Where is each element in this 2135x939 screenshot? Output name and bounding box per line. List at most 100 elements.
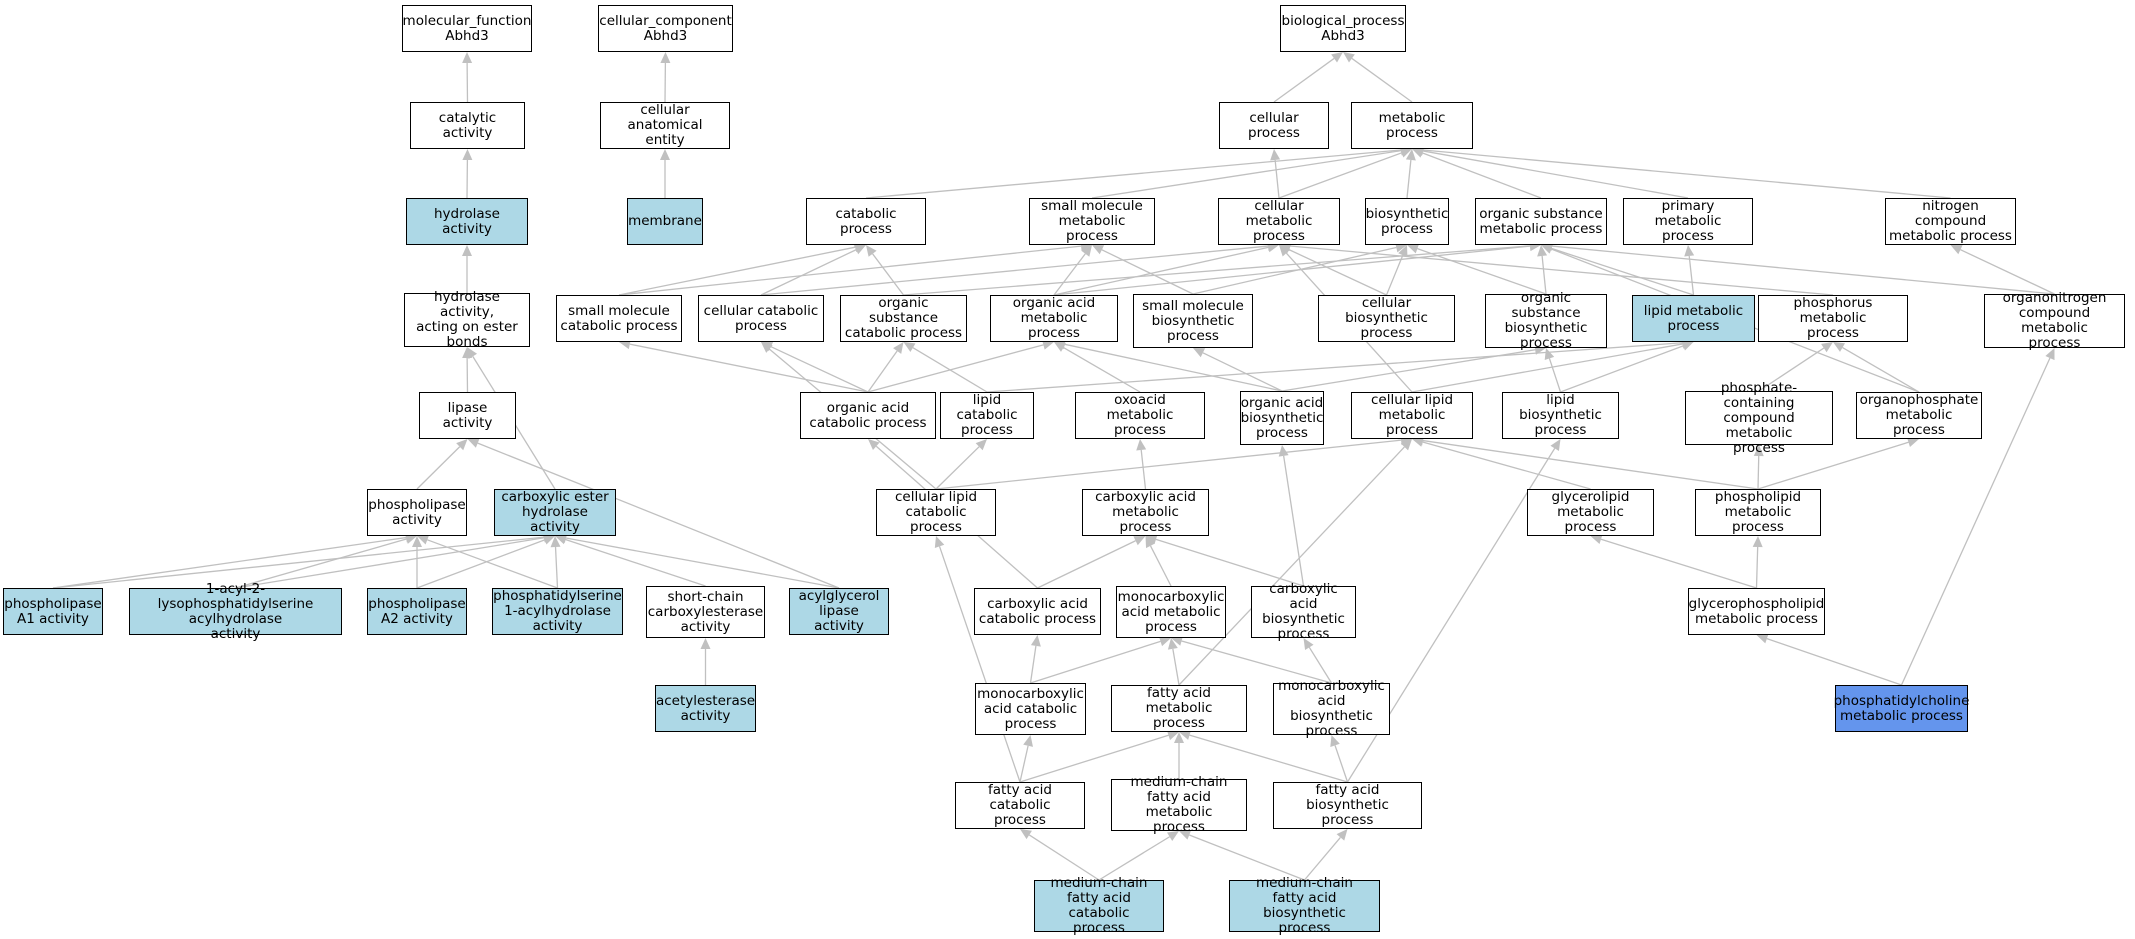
node-cellular-metabolic-process[interactable]: cellular metabolic process [1218,198,1340,245]
node-glycerophospholipid-metabolic-process[interactable]: glycerophospholipid metabolic process [1688,588,1825,635]
edge-mc_fatty_acid_metabolic-to-fatty_acid_metabolic [1174,732,1184,779]
node-phosphate-containing-compound-metabolic-process[interactable]: phosphate-containing compound metabolic … [1685,380,1833,455]
edge-monocarboxylic_biosynthetic-to-carboxylic_acid_biosynthetic [1303,638,1333,684]
node-cellular-process[interactable]: cellular process [1219,102,1329,149]
edge-mc_fatty_acid_catabolic-to-fatty_acid_catabolic [1020,829,1100,881]
edge-phospholipase-to-lipase [416,439,468,490]
node-lipid-catabolic-process[interactable]: lipid catabolic process [940,392,1034,439]
node-fatty-acid-catabolic-process[interactable]: fatty acid catabolic process [955,782,1085,829]
edge-cell_metabolic-to-metabolic [1278,148,1412,199]
node-organic-substance-biosynthetic-process[interactable]: organic substance biosynthetic process [1485,291,1607,351]
node-cellular-biosynthetic-process[interactable]: cellular biosynthetic process [1318,295,1455,342]
node-cellular-catabolic-process[interactable]: cellular catabolic process [698,295,824,342]
edge-pc_metabolic-to-organonitrogen [1900,348,2055,686]
edge-cell_anat-to-cc_root [660,52,671,103]
edge-acylglycerol_lipase-to-carboxylic_ester [555,533,840,589]
edge-phospholipid-to-phosphate_containing [1753,445,1764,490]
edge-monocarboxylic_catabolic-to-carboxylic_acid_catabolic [1029,635,1041,684]
node-hydrolase-activity-ester-bonds[interactable]: hydrolase activity, acting on ester bond… [404,290,530,350]
node-organic-substance-catabolic-process[interactable]: organic substance catabolic process [840,295,967,342]
node-cellular-anatomical-entity[interactable]: cellular anatomical entity [600,102,730,149]
node-catalytic-activity[interactable]: catalytic activity [410,102,525,149]
node-monocarboxylic-acid-metabolic-process[interactable]: monocarboxylic acid metabolic process [1116,586,1226,638]
edge-fatty_acid_catabolic-to-monocarboxylic_catabolic [1019,735,1033,783]
node-monocarboxylic-acid-biosynthetic-process[interactable]: monocarboxylic acid biosynthetic process [1273,679,1390,739]
edge-phosphorus_metabolic-to-cell_metabolic [1279,241,1834,296]
edge-phosphate_containing-to-phosphorus_metabolic [1758,342,1833,392]
node-nitrogen-compound-metabolic-process[interactable]: nitrogen compound metabolic process [1885,198,2016,245]
edge-catalytic-to-mf_root [462,52,473,103]
node-cellular-lipid-catabolic-process[interactable]: cellular lipid catabolic process [876,489,996,536]
node-membrane[interactable]: membrane [627,198,703,245]
node-molecular-function-root[interactable]: molecular_function Abhd3 [402,5,532,52]
node-fatty-acid-biosynthetic-process[interactable]: fatty acid biosynthetic process [1273,782,1422,829]
node-cellular-lipid-metabolic-process[interactable]: cellular lipid metabolic process [1351,392,1473,439]
node-primary-metabolic-process[interactable]: primary metabolic process [1623,198,1753,245]
edge-lipid_biosynthetic-to-lipid_metabolic [1560,341,1694,393]
edge-organonitrogen-to-org_sub_metabolic [1541,241,2055,295]
node-acylglycerol-lipase-activity[interactable]: acylglycerol lipase activity [789,588,889,635]
edge-organonitrogen-to-nitrogen_compound [1950,245,2055,295]
edge-glycerophospholipid-to-glycerolipid [1590,534,1757,589]
edge-nitrogen_compound-to-metabolic [1412,145,1951,199]
node-lipid-metabolic-process[interactable]: lipid metabolic process [1632,295,1755,342]
edge-org_sub_metabolic-to-metabolic [1412,148,1542,199]
node-phospholipid-metabolic-process[interactable]: phospholipid metabolic process [1695,489,1821,536]
node-catabolic-process[interactable]: catabolic process [806,198,926,245]
edge-carboxylic_acid_biosynthetic-to-carboxylic_acid_metabolic [1145,534,1304,587]
edge-carboxylic_acid_biosynthetic-to-org_acid_biosynthetic [1278,445,1305,587]
edge-monocarboxylic_biosynthetic-to-monocarboxylic_metabolic [1171,636,1332,684]
node-hydrolase-activity[interactable]: hydrolase activity [406,198,528,245]
node-phospholipase-a2-activity[interactable]: phospholipase A2 activity [367,588,467,635]
node-small-molecule-catabolic-process[interactable]: small molecule catabolic process [556,295,682,342]
node-phospholipase-a1-activity[interactable]: phospholipase A1 activity [3,588,103,635]
edge-org_acid_catabolic-to-sm_catabolic [619,339,869,393]
node-short-chain-carboxylesterase-activity[interactable]: short-chain carboxylesterase activity [646,586,765,638]
node-fatty-acid-metabolic-process[interactable]: fatty acid metabolic process [1111,685,1247,732]
edge-org_sub_biosynthetic-to-biosynthetic [1407,243,1547,295]
node-acyl-lysophosphatidylserine-acylhydrolase-activity[interactable]: 1-acyl-2-lysophosphatidylserine acylhydr… [129,581,342,641]
node-organic-acid-biosynthetic-process[interactable]: organic acid biosynthetic process [1240,391,1324,445]
node-phosphatidylserine-acylhydrolase-activity[interactable]: phosphatidylserine 1-acylhydrolase activ… [492,588,623,635]
node-medium-chain-fatty-acid-biosynthetic-process[interactable]: medium-chain fatty acid biosynthetic pro… [1229,876,1380,936]
node-small-molecule-metabolic-process[interactable]: small molecule metabolic process [1029,198,1155,245]
edge-fatty_acid_metabolic-to-cell_lipid_metabolic [1178,439,1412,686]
node-cellular-component-root[interactable]: cellular_component Abhd3 [598,5,733,52]
node-organonitrogen-compound-metabolic-process[interactable]: organonitrogen compound metabolic proces… [1984,291,2125,351]
edge-sm_catabolic-to-sm_metabolic [618,241,1092,296]
node-organic-acid-metabolic-process[interactable]: organic acid metabolic process [990,295,1118,342]
node-monocarboxylic-acid-catabolic-process[interactable]: monocarboxylic acid catabolic process [975,683,1086,735]
edge-monocarboxylic_catabolic-to-monocarboxylic_metabolic [1030,636,1171,684]
node-phosphorus-metabolic-process[interactable]: phosphorus metabolic process [1758,295,1908,342]
edge-fatty_acid_biosynthetic-to-fatty_acid_metabolic [1179,730,1348,783]
node-biological-process-root[interactable]: biological_process Abhd3 [1280,5,1406,52]
edge-cell_metabolic-to-cellular_process [1270,149,1281,199]
node-organic-substance-metabolic-process[interactable]: organic substance metabolic process [1475,198,1607,245]
node-medium-chain-fatty-acid-catabolic-process[interactable]: medium-chain fatty acid catabolic proces… [1034,876,1164,936]
node-phospholipase-activity[interactable]: phospholipase activity [367,489,467,536]
edge-glycerolipid-to-cell_lipid_metabolic [1412,437,1591,490]
node-oxoacid-metabolic-process[interactable]: oxoacid metabolic process [1075,392,1205,439]
node-lipase-activity[interactable]: lipase activity [419,392,516,439]
node-acetylesterase-activity[interactable]: acetylesterase activity [655,685,756,732]
edge-hydrolase-to-catalytic [462,149,473,199]
node-metabolic-process[interactable]: metabolic process [1351,102,1473,149]
node-carboxylic-acid-catabolic-process[interactable]: carboxylic acid catabolic process [974,588,1101,635]
node-glycerolipid-metabolic-process[interactable]: glycerolipid metabolic process [1527,489,1654,536]
edge-phospholipid-to-organophosphate [1757,437,1919,490]
node-small-molecule-biosynthetic-process[interactable]: small molecule biosynthetic process [1133,294,1253,348]
edge-lipid_catabolic-to-org_sub_catabolic [903,342,988,393]
node-carboxylic-acid-biosynthetic-process[interactable]: carboxylic acid biosynthetic process [1251,582,1356,642]
node-organic-acid-catabolic-process[interactable]: organic acid catabolic process [800,392,936,439]
node-biosynthetic-process[interactable]: biosynthetic process [1365,198,1449,245]
edge-org_acid_metabolic-to-org_sub_metabolic [1053,241,1541,296]
node-carboxylic-ester-hydrolase-activity[interactable]: carboxylic ester hydrolase activity [494,489,616,536]
node-carboxylic-acid-metabolic-process[interactable]: carboxylic acid metabolic process [1082,489,1209,536]
node-medium-chain-fatty-acid-metabolic-process[interactable]: medium-chain fatty acid metabolic proces… [1111,775,1247,835]
node-phosphatidylcholine-metabolic-process[interactable]: phosphatidylcholine metabolic process [1834,685,1969,732]
node-organophosphate-metabolic-process[interactable]: organophosphate metabolic process [1856,392,1982,439]
node-lipid-biosynthetic-process[interactable]: lipid biosynthetic process [1502,392,1619,439]
edge-carboxylic_acid_catabolic-to-carboxylic_acid_metabolic [1037,536,1146,589]
edge-primary_metabolic-to-metabolic [1412,145,1689,199]
